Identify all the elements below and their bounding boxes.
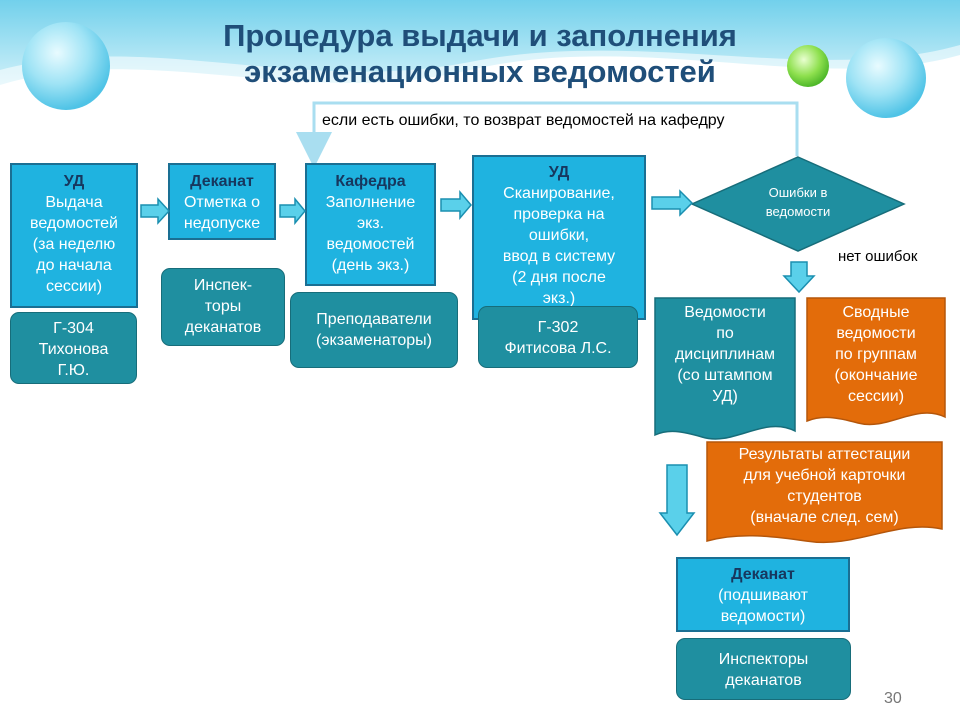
contact-ud-g302: Г-302 Фитисова Л.С.	[478, 306, 638, 368]
step-department-fill-line: (день экз.)	[331, 257, 410, 274]
contact-line: деканатов	[184, 319, 262, 336]
doc-line: УД)	[712, 388, 738, 405]
decision-diamond	[690, 156, 906, 252]
doc-line: для учебной карточки	[743, 467, 906, 484]
doc-line: студентов	[787, 488, 862, 505]
doc-line: (вначале след. сем)	[750, 509, 899, 526]
step-dean-binding-line: (подшивают	[718, 587, 808, 604]
contact-line: торы	[204, 298, 242, 315]
step-dean-mark-head: Деканат	[190, 173, 254, 190]
doc-line: Результаты аттестации	[738, 446, 911, 463]
doc-line: (со штампом	[677, 367, 773, 384]
contact-line: Преподаватели	[316, 311, 432, 328]
feedback-note: если есть ошибки, то возврат ведомостей …	[322, 112, 725, 129]
contact-line: Инспек-	[193, 277, 253, 294]
step-ud-issue-line: до начала	[36, 257, 112, 274]
contact-line: деканатов	[725, 672, 802, 689]
doc-results-shape	[706, 441, 943, 544]
contact-ud-g304: Г-304 Тихонова Г.Ю.	[10, 312, 137, 384]
step-department-fill: Кафедра Заполнение экз. ведомостей (день…	[305, 163, 436, 286]
step-dean-mark-line: недопуске	[183, 215, 261, 232]
green-ball	[787, 45, 829, 87]
step-department-fill-line: Заполнение	[325, 194, 416, 211]
contact-teachers: Преподаватели (экзаменаторы)	[290, 292, 458, 368]
step-department-fill-line: ведомостей	[326, 236, 415, 253]
doc-line: ведомости	[836, 325, 916, 342]
page-title: Процедура выдачи и заполнения экзаменаци…	[0, 18, 960, 90]
doc-line: Ведомости	[684, 304, 766, 321]
step-dean-binding-line: ведомости)	[720, 608, 806, 625]
step-dean-mark: Деканат Отметка о недопуске	[168, 163, 276, 240]
doc-results: Результаты аттестации для учебной карточ…	[706, 444, 943, 528]
title-line-1: Процедура выдачи и заполнения	[223, 18, 737, 53]
contact-dean-inspectors: Инспек- торы деканатов	[161, 268, 285, 346]
contact-line: Фитисова Л.С.	[504, 340, 612, 357]
doc-line: сессии)	[847, 388, 905, 405]
step-dean-binding-head: Деканат	[731, 566, 795, 583]
doc-disciplines: Ведомости по дисциплинам (со штампом УД)	[655, 302, 795, 407]
step-department-fill-line: экз.	[356, 215, 385, 232]
page-number: 30	[884, 690, 902, 707]
step-ud-issue-line: (за неделю	[32, 236, 116, 253]
decision-line: Ошибки в	[768, 185, 828, 200]
contact-line: (экзаменаторы)	[316, 332, 432, 349]
no-errors-label: нет ошибок	[838, 248, 918, 265]
step-ud-issue-line: ведомостей	[30, 215, 118, 232]
step-ud-scan-line: экз.)	[542, 290, 576, 307]
step-ud-scan-line: ввод в систему	[502, 248, 616, 265]
step-ud-issue-line: сессии)	[45, 278, 103, 295]
doc-line: по	[716, 325, 734, 342]
decision-text: Ошибки в ведомости	[740, 183, 856, 221]
doc-groups-shape	[806, 297, 946, 426]
contact-line: Г-304	[53, 320, 94, 337]
doc-line: (окончание	[834, 367, 918, 384]
step-ud-issue-head: УД	[63, 173, 85, 190]
step-dean-mark-line: Отметка о	[183, 194, 261, 211]
step-ud-scan-line: (2 дня после	[512, 269, 606, 286]
decision-line: ведомости	[765, 204, 831, 219]
doc-line: Сводные	[842, 304, 910, 321]
bubble-right	[846, 38, 926, 118]
step-ud-scan-line: Сканирование,	[503, 185, 615, 202]
doc-line: по группам	[835, 346, 917, 363]
contact-line: Тихонова	[38, 341, 109, 358]
step-ud-scan: УД Сканирование, проверка на ошибки, вво…	[472, 155, 646, 320]
title-line-2: экзаменационных ведомостей	[244, 54, 716, 89]
step-ud-scan-line: проверка на	[513, 206, 605, 223]
contact-line: Г-302	[537, 319, 579, 336]
bubble-left	[22, 22, 110, 110]
contact-final-inspectors: Инспекторы деканатов	[676, 638, 851, 700]
step-ud-issue: УД Выдача ведомостей (за неделю до начал…	[10, 163, 138, 308]
feedback-loop-line	[296, 101, 799, 168]
step-ud-scan-line: ошибки,	[528, 227, 590, 244]
contact-line: Г.Ю.	[57, 362, 90, 379]
doc-groups: Сводные ведомости по группам (окончание …	[806, 302, 946, 407]
step-ud-issue-line: Выдача	[45, 194, 103, 211]
doc-disciplines-shape	[654, 297, 796, 440]
step-dean-binding: Деканат (подшивают ведомости)	[676, 557, 850, 632]
contact-line: Инспекторы	[718, 651, 809, 668]
step-department-fill-head: Кафедра	[335, 173, 406, 190]
step-ud-scan-head: УД	[548, 164, 570, 181]
doc-line: дисциплинам	[674, 346, 776, 363]
